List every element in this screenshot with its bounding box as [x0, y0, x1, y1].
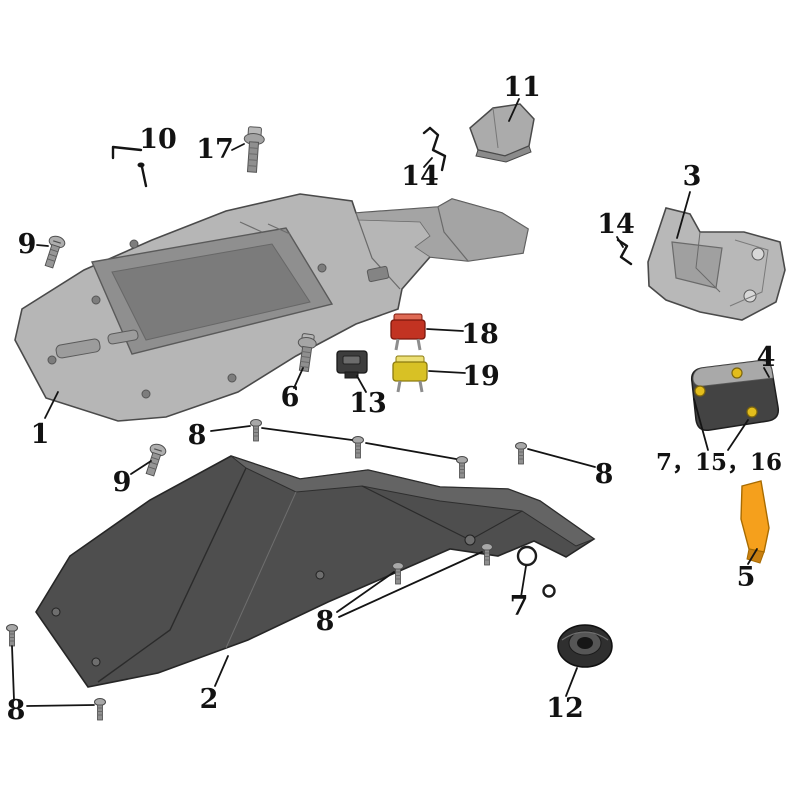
taillight-part-4: [690, 359, 780, 432]
leader-lines: [11, 98, 770, 707]
label-8-top: 8: [188, 420, 207, 451]
label-4: 4: [757, 342, 776, 373]
rear-carrier-tray-part-1: [14, 193, 529, 422]
fuse-red-part-18: [390, 313, 426, 351]
screw-dot-15: [731, 367, 743, 379]
screw-part-8-b: [352, 436, 364, 459]
label-6: 6: [281, 382, 300, 413]
screw-dot-7: [694, 385, 706, 397]
label-14-right: 14: [597, 209, 635, 240]
label-12: 12: [546, 693, 584, 724]
label-19: 19: [462, 361, 500, 392]
label-7: 7: [510, 591, 529, 622]
label-9-lower: 9: [113, 467, 132, 498]
flange-bolt-part-6: [297, 333, 317, 373]
wire-clip-part-14-right: [616, 238, 633, 266]
flange-bolt-part-17: [243, 126, 265, 173]
label-7-15-16: 7，15，16: [656, 449, 782, 476]
bracket-pin-part-10: [111, 145, 148, 188]
label-11: 11: [503, 72, 541, 103]
screw-part-8-a: [250, 419, 262, 442]
screw-part-8-e: [392, 562, 404, 585]
labels: 10 17 9 11 14 3 14 18 19 6 13 1 4 7，15，1…: [7, 72, 782, 726]
screw-part-8-d: [515, 442, 527, 465]
label-17: 17: [196, 134, 234, 165]
label-9-upper: 9: [18, 229, 37, 260]
label-14-upper: 14: [401, 161, 439, 192]
connector-block-part-13: [336, 350, 368, 379]
screw-part-9-lower: [145, 443, 167, 477]
label-5: 5: [737, 562, 756, 593]
fender-inner-panel-part-2: [35, 455, 596, 688]
label-8-bottom-mid: 8: [316, 606, 335, 637]
label-18: 18: [461, 319, 499, 350]
label-13: 13: [349, 388, 387, 419]
wire-clip-part-14-upper: [422, 126, 447, 172]
screw-part-8-g: [94, 698, 106, 721]
washer-ring-part-7: [516, 545, 556, 598]
label-8-bottom-left: 8: [7, 695, 26, 726]
mounting-bracket-part-3: [647, 207, 786, 321]
label-1: 1: [31, 419, 50, 450]
screw-part-9-upper: [44, 235, 66, 269]
rubber-grommet-part-12: [557, 624, 613, 668]
screw-part-8-c: [456, 456, 468, 479]
screw-dot-16: [746, 406, 758, 418]
label-8-right: 8: [595, 459, 614, 490]
label-3: 3: [683, 161, 702, 192]
label-10: 10: [139, 124, 177, 155]
screw-part-8-h: [6, 624, 18, 647]
small-cover-part-11: [469, 103, 535, 163]
label-2: 2: [200, 684, 219, 715]
screw-part-8-f: [481, 543, 493, 566]
fuse-yellow-part-19: [392, 355, 428, 393]
